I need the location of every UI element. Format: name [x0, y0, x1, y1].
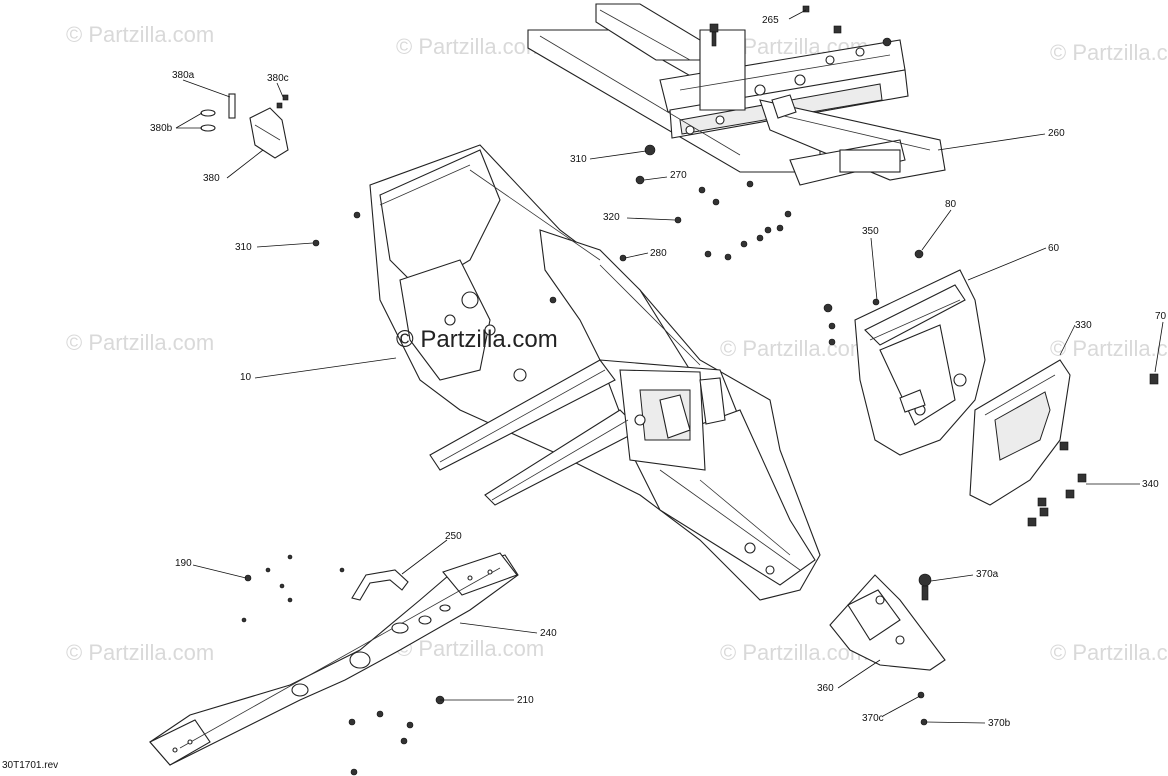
callout-380: 380 [203, 173, 220, 184]
rear-frame-260 [527, 3, 946, 186]
callout-340: 340 [1142, 479, 1159, 490]
callout-360: 360 [817, 683, 834, 694]
bracket-60 [854, 269, 986, 456]
skid-plate-330 [969, 359, 1071, 506]
callout-270: 270 [670, 170, 687, 181]
watermark: © Partzilla.com [66, 22, 215, 47]
callout-80: 80 [945, 199, 957, 210]
callout-240: 240 [540, 628, 557, 639]
callout-60: 60 [1048, 243, 1060, 254]
callout-380b: 380b [150, 123, 173, 134]
center-watermark: © Partzilla.com [396, 326, 558, 353]
watermark: © Partzilla.com [720, 640, 869, 665]
callout-310: 310 [570, 154, 587, 165]
callout-10: 10 [240, 372, 252, 383]
callout-250: 250 [445, 531, 462, 542]
callout-330: 330 [1075, 320, 1092, 331]
callout-370b: 370b [988, 718, 1011, 729]
callout-380c: 380c [267, 73, 289, 84]
watermark: © Partzilla.com [1050, 640, 1168, 665]
leader-lines [175, 9, 1164, 724]
mount-360 [829, 574, 946, 671]
watermark: © Partzilla.com [720, 336, 869, 361]
watermark: © Partzilla.com [1050, 40, 1168, 65]
watermark: © Partzilla.com [66, 330, 215, 355]
bracket-380 [200, 93, 289, 159]
callout-310: 310 [235, 242, 252, 253]
callout-370c: 370c [862, 713, 884, 724]
callout-265: 265 [762, 15, 779, 26]
callout-350: 350 [862, 226, 879, 237]
callout-260: 260 [1048, 128, 1065, 139]
callout-370a: 370a [976, 569, 999, 580]
hardware [241, 5, 1159, 776]
callout-70: 70 [1155, 311, 1167, 322]
watermark: © Partzilla.com [396, 636, 545, 661]
main-frame-10 [369, 144, 821, 601]
brace-250 [351, 569, 409, 601]
callout-320: 320 [603, 212, 620, 223]
callout-190: 190 [175, 558, 192, 569]
diagram-reference: 30T1701.rev [2, 760, 59, 771]
rail-240 [149, 552, 519, 766]
callout-280: 280 [650, 248, 667, 259]
watermark: © Partzilla.com [396, 34, 545, 59]
callout-380a: 380a [172, 70, 195, 81]
watermark: © Partzilla.com [66, 640, 215, 665]
watermark: © Partzilla.com [1050, 336, 1168, 361]
callout-210: 210 [517, 695, 534, 706]
